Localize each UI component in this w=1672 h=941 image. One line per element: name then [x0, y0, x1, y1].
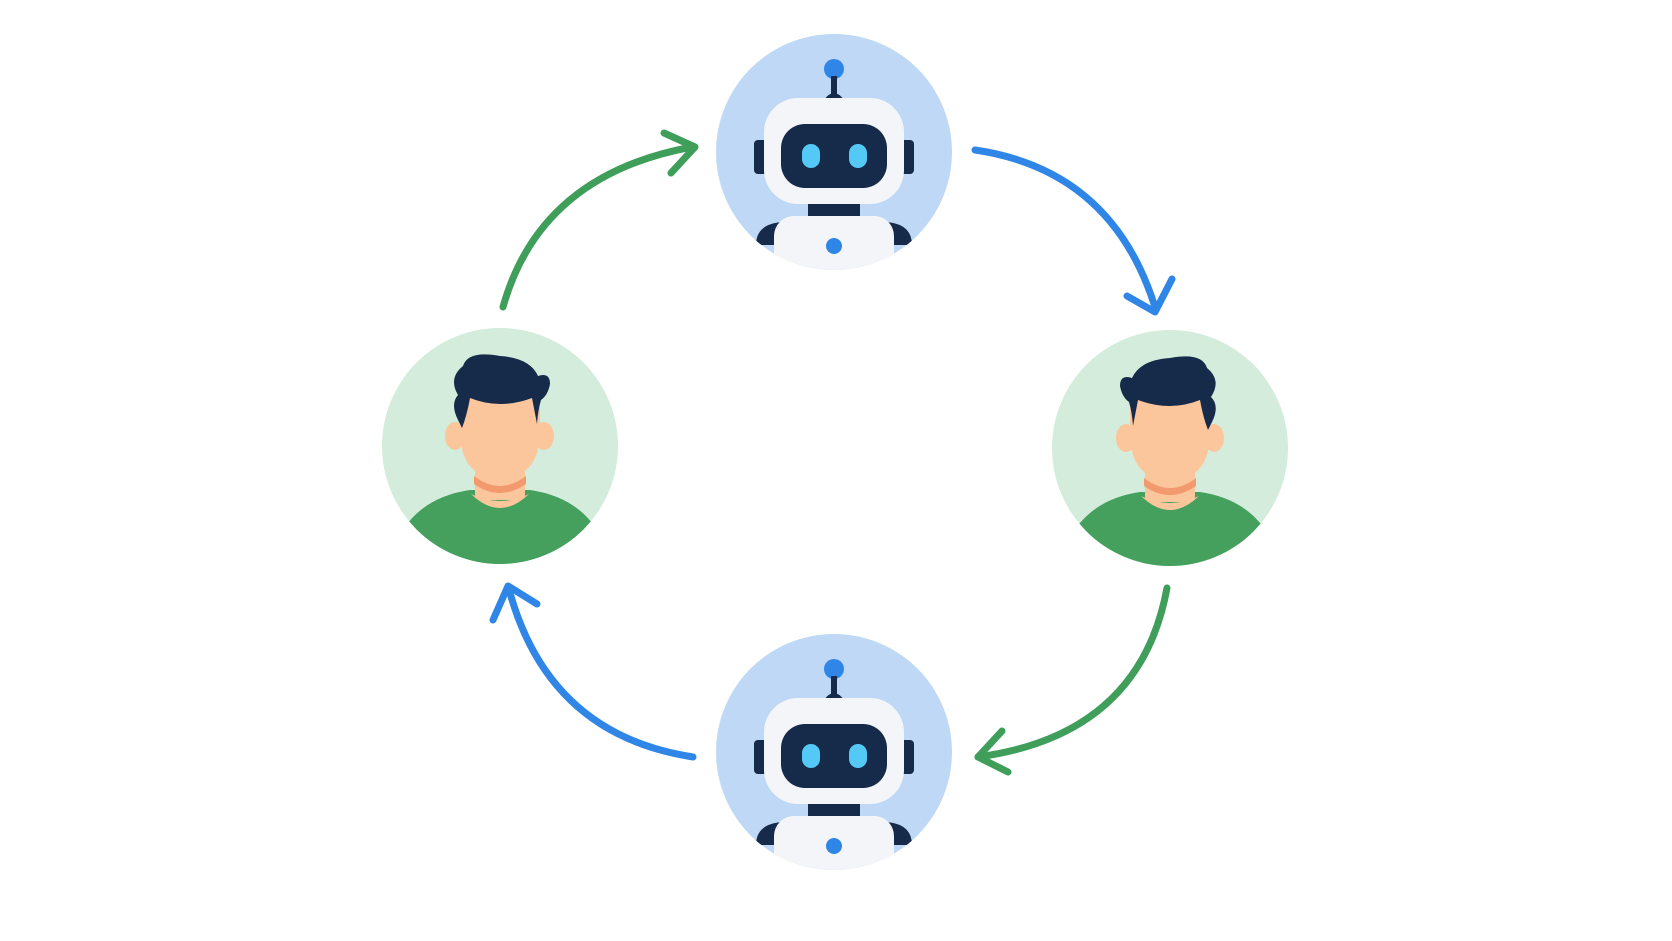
person-icon — [1065, 356, 1275, 566]
person-icon — [395, 354, 605, 564]
arrow-human-left-to-robot-top — [499, 129, 699, 311]
robot-icon — [754, 659, 914, 870]
arrow-human-right-to-robot-bottom — [974, 584, 1171, 776]
human-node-left — [382, 328, 618, 564]
robot-node-top — [716, 34, 952, 270]
human-node-right — [1052, 330, 1288, 566]
arrow-robot-bottom-to-human-left — [489, 582, 697, 761]
robot-node-bottom — [716, 634, 952, 870]
robot-icon — [754, 59, 914, 270]
arrow-robot-top-to-human-right — [971, 146, 1176, 316]
